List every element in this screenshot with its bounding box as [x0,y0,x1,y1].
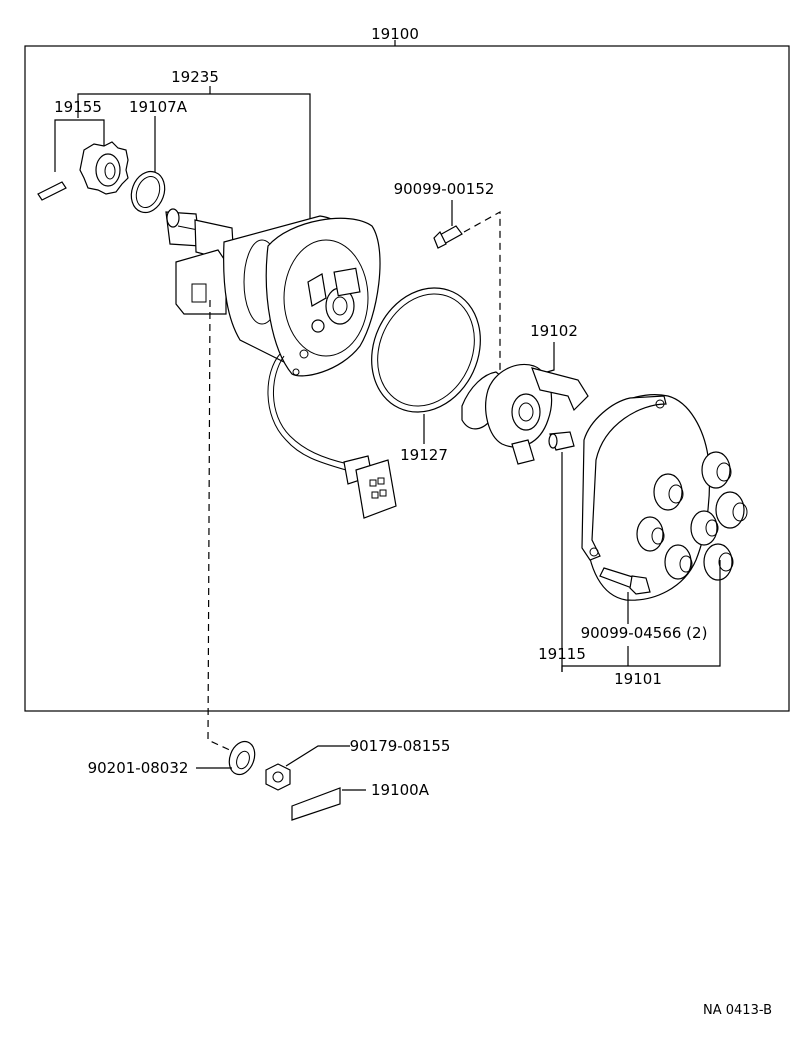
dashed-guide-washer [207,299,235,753]
label-rotor-cover: 19102 [530,322,578,340]
bolt-top-part [433,225,463,249]
label-gasket: 19127 [400,446,448,464]
screw-part [548,431,575,451]
assembly-frame [24,45,790,712]
label-washer: 90201-08032 [88,759,189,777]
pin-part [37,181,67,201]
label-terminal: 19115 [538,645,586,663]
assembly-label: 19100 [371,25,419,43]
leader-rotor-cover [539,342,555,375]
bracket-19155 [54,119,105,172]
bracket-19235 [77,86,311,225]
label-pin: 19155 [54,98,102,116]
o-ring-part [130,170,166,214]
label-cap-bolt: 90099-04566 (2) [581,624,708,642]
dashed-guide-bolt-top [463,210,501,370]
label-o-ring: 19107A [129,98,188,116]
label-plate-part [291,787,341,821]
nut-part [265,763,291,791]
bracket-distributor-cap [561,560,721,672]
washer-part [228,740,256,776]
gear-part [79,141,129,195]
label-bolt-top: 90099-00152 [394,180,495,198]
gasket-part [371,287,481,413]
cap-bolt-part [599,567,651,595]
leader-nut [285,745,350,767]
rotor-cover-part [461,363,589,465]
label-label-plate: 19100A [371,781,430,799]
label-distributor-cap: 19101 [614,670,662,688]
wiring-harness-part [267,353,397,519]
distributor-cap-part [581,394,748,601]
label-nut: 90179-08155 [350,737,451,755]
label-housing-assembly: 19235 [171,68,219,86]
distributor-housing-part [165,208,381,377]
footer-code: NA 0413-B [703,1003,772,1018]
